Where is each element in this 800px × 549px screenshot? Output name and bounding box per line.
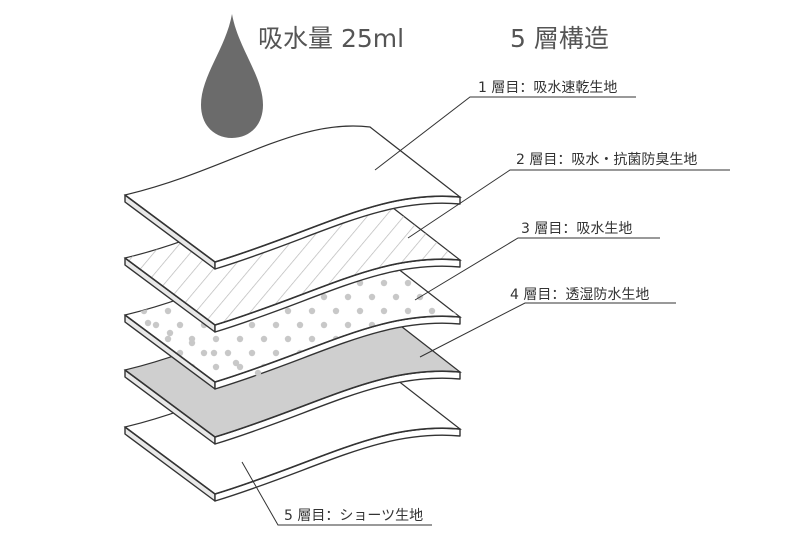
dot-mark: [140, 307, 148, 315]
dot-mark: [117, 336, 123, 342]
dot-mark: [465, 350, 471, 356]
dot-mark: [428, 307, 436, 315]
dot-mark: [210, 349, 218, 357]
layer-1-leader: [374, 96, 636, 171]
layer-2-stripe-pattern: [125, 188, 460, 325]
dot-mark: [428, 279, 436, 287]
dot-mark: [117, 308, 123, 314]
dot-mark: [166, 329, 174, 337]
dot-mark: [248, 321, 256, 329]
dot-mark: [320, 293, 328, 301]
dot-mark: [356, 307, 364, 315]
dot-mark: [477, 280, 483, 286]
dot-mark: [212, 335, 220, 343]
layer-1-outline: [124, 194, 461, 263]
layer-2-outline: [124, 257, 461, 326]
dot-mark: [254, 369, 262, 377]
dot-mark: [236, 335, 244, 343]
layer-5-leader: [241, 461, 432, 526]
dot-mark: [465, 294, 471, 300]
dot-mark: [117, 280, 123, 286]
dot-mark: [308, 307, 316, 315]
layer-1-sheet: [123, 125, 462, 270]
dot-mark: [477, 336, 483, 342]
dot-mark: [404, 307, 412, 315]
layer-2-leader: [407, 169, 730, 239]
dot-mark: [477, 308, 483, 314]
layer-3-leader: [414, 237, 660, 301]
dot-mark: [117, 252, 123, 258]
dot-mark: [236, 363, 244, 371]
structure-title: 5 層構造: [510, 24, 609, 53]
dot-mark: [152, 293, 160, 301]
dot-mark: [284, 335, 292, 343]
dot-mark: [344, 321, 352, 329]
dot-mark: [320, 321, 328, 329]
dot-mark: [489, 266, 495, 272]
dot-mark: [428, 335, 436, 343]
layer-5-sheet: [123, 357, 462, 502]
layer-3-label: 3 層目：吸水生地: [521, 221, 632, 237]
dot-mark: [128, 293, 136, 301]
dot-mark: [128, 349, 136, 357]
layer-4-outline: [124, 369, 461, 438]
dot-mark: [332, 307, 340, 315]
dot-mark: [188, 339, 196, 347]
layer-5-outline: [124, 426, 461, 495]
dot-mark: [440, 293, 448, 301]
dot-mark: [260, 335, 268, 343]
layer-3-outline: [124, 314, 461, 383]
dot-mark: [380, 307, 388, 315]
dot-mark: [232, 359, 240, 367]
dot-mark: [440, 349, 448, 357]
dot-mark: [465, 322, 471, 328]
dot-mark: [212, 363, 220, 371]
layer-1-label: 1 層目：吸水速乾生地: [478, 80, 617, 96]
water-drop-icon: [201, 14, 263, 138]
layer-2-label: 2 層目：吸水・抗菌防臭生地: [516, 152, 697, 168]
dot-mark: [489, 322, 495, 328]
dot-mark: [200, 349, 208, 357]
dot-mark: [152, 349, 160, 357]
layer-5-label: 5 層目：ショーツ生地: [284, 508, 423, 524]
dot-mark: [380, 279, 388, 287]
dot-mark: [152, 321, 160, 329]
dot-mark: [489, 350, 495, 356]
dot-mark: [272, 321, 280, 329]
dot-mark: [368, 293, 376, 301]
dot-mark: [164, 335, 172, 343]
dot-mark: [284, 307, 292, 315]
dot-mark: [224, 349, 232, 357]
layer-4-leader: [419, 302, 676, 358]
dot-mark: [308, 335, 316, 343]
dot-mark: [164, 307, 172, 315]
dot-mark: [272, 349, 280, 357]
dot-mark: [344, 293, 352, 301]
layer-4-label: 4 層目：透湿防水生地: [510, 287, 649, 303]
dot-mark: [392, 293, 400, 301]
dot-mark: [176, 321, 184, 329]
dot-mark: [477, 252, 483, 258]
dot-mark: [477, 364, 483, 370]
dot-mark: [144, 319, 152, 327]
dot-mark: [248, 349, 256, 357]
dot-mark: [452, 279, 460, 287]
dot-mark: [489, 294, 495, 300]
dot-mark: [296, 321, 304, 329]
absorption-amount-title: 吸水量 25ml: [258, 24, 404, 53]
dot-mark: [117, 364, 123, 370]
dot-mark: [404, 279, 412, 287]
